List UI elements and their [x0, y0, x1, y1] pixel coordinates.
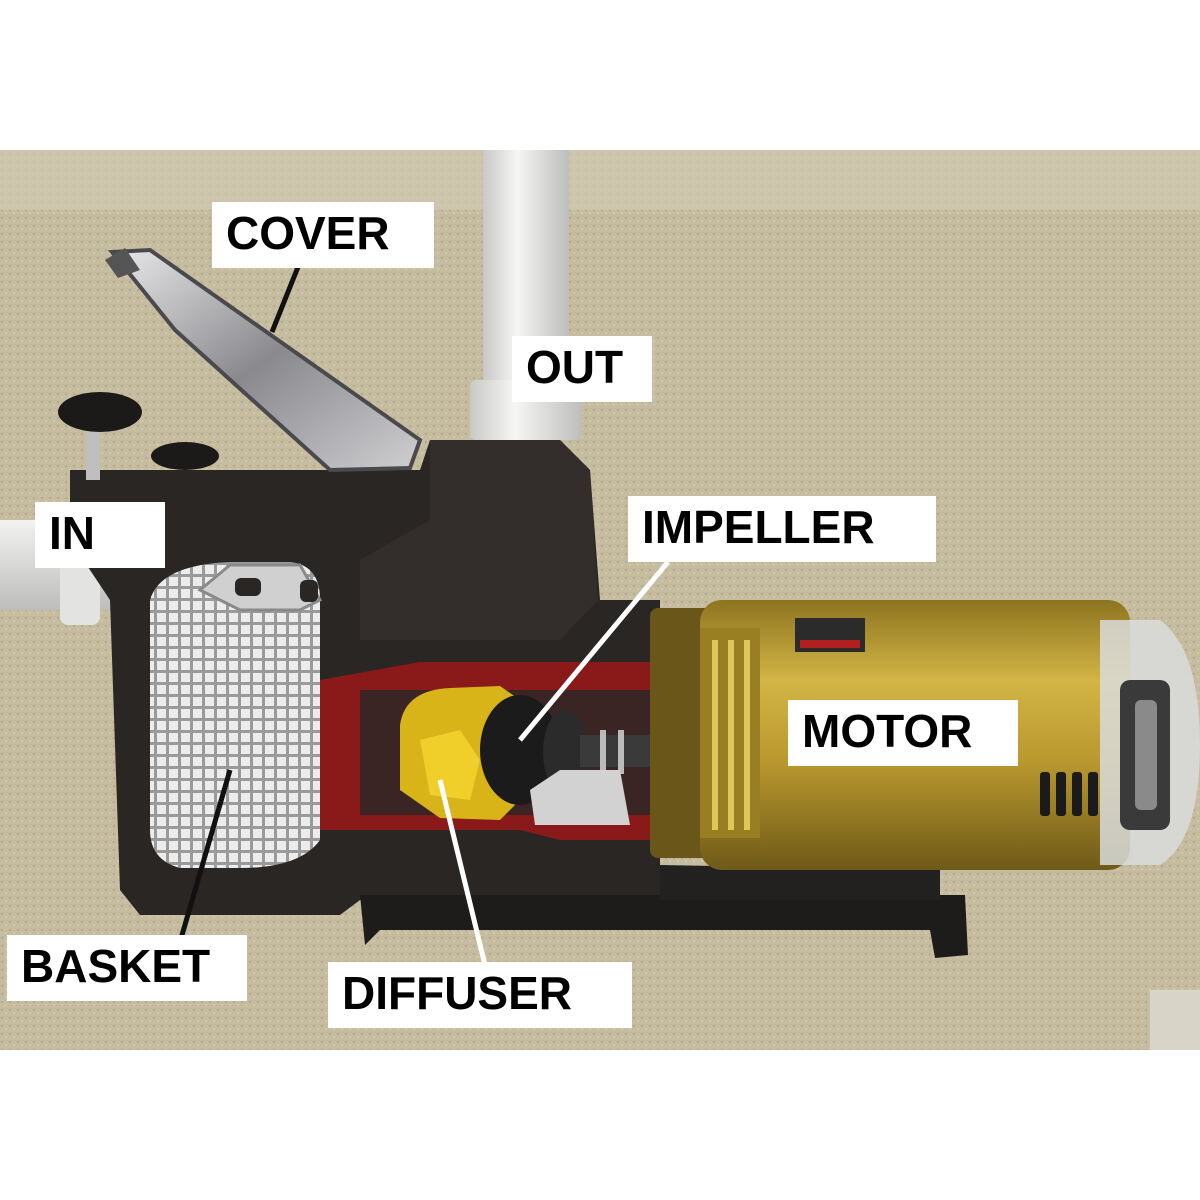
impeller-label: IMPELLER — [628, 496, 936, 562]
diffuser-label: DIFFUSER — [328, 962, 632, 1028]
motor-label: MOTOR — [788, 700, 1018, 766]
out-label: OUT — [512, 336, 652, 402]
diffuser-pointer — [437, 779, 488, 966]
cover-label: COVER — [212, 202, 434, 268]
basket-label: BASKET — [7, 935, 247, 1001]
impeller-pointer — [518, 560, 670, 742]
in-label: IN — [35, 502, 165, 568]
basket-pointer — [177, 769, 233, 943]
cover-pointer — [269, 261, 303, 333]
